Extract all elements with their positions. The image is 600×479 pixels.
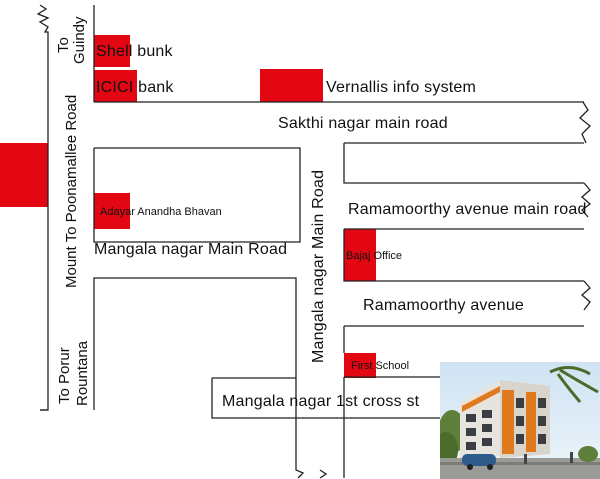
vernallis-marker bbox=[260, 69, 323, 102]
adayar-marker bbox=[94, 193, 130, 229]
landmark-vernallis: Vernallis info system bbox=[326, 79, 477, 96]
landmark-icici-bank: ICICI bank bbox=[96, 79, 174, 96]
landmark-adayar: Adayar Anandha Bhavan bbox=[100, 206, 222, 218]
landmark-shell-bunk: Shell bunk bbox=[96, 43, 173, 60]
road-label-mount-poonamallee: Mount To Poonamallee Road bbox=[63, 94, 80, 288]
direction-to-guindy-line2: Guindy bbox=[71, 16, 88, 64]
building-photo bbox=[440, 362, 600, 479]
bajaj-marker bbox=[344, 229, 376, 281]
landmark-bajaj: Bajaj Office bbox=[346, 250, 403, 262]
first-school-marker bbox=[344, 353, 376, 378]
property-marker bbox=[0, 143, 48, 207]
landmark-markers bbox=[0, 35, 376, 378]
road-label-mangala-main-horizontal: Mangala nagar Main Road bbox=[94, 241, 288, 258]
shell-bunk-marker bbox=[94, 35, 130, 67]
icici-bank-marker bbox=[94, 70, 137, 102]
road-edges bbox=[36, 4, 592, 479]
road-label-mangala-1st-cross: Mangala nagar 1st cross st bbox=[222, 393, 420, 410]
landmark-first-school: First School bbox=[351, 360, 410, 372]
direction-to-porur-line2: Rountana bbox=[74, 340, 91, 406]
road-label-ramamoorthy-avenue: Ramamoorthy avenue bbox=[363, 297, 525, 314]
road-label-ramamoorthy-main: Ramamoorthy avenue main road bbox=[348, 201, 587, 218]
direction-to-guindy-line1: To bbox=[55, 37, 72, 53]
direction-to-porur-line1: To Porur bbox=[56, 347, 73, 404]
road-label-mangala-main-vertical: Mangala nagar Main Road bbox=[310, 169, 327, 363]
road-label-sakthi-nagar: Sakthi nagar main road bbox=[278, 115, 448, 132]
